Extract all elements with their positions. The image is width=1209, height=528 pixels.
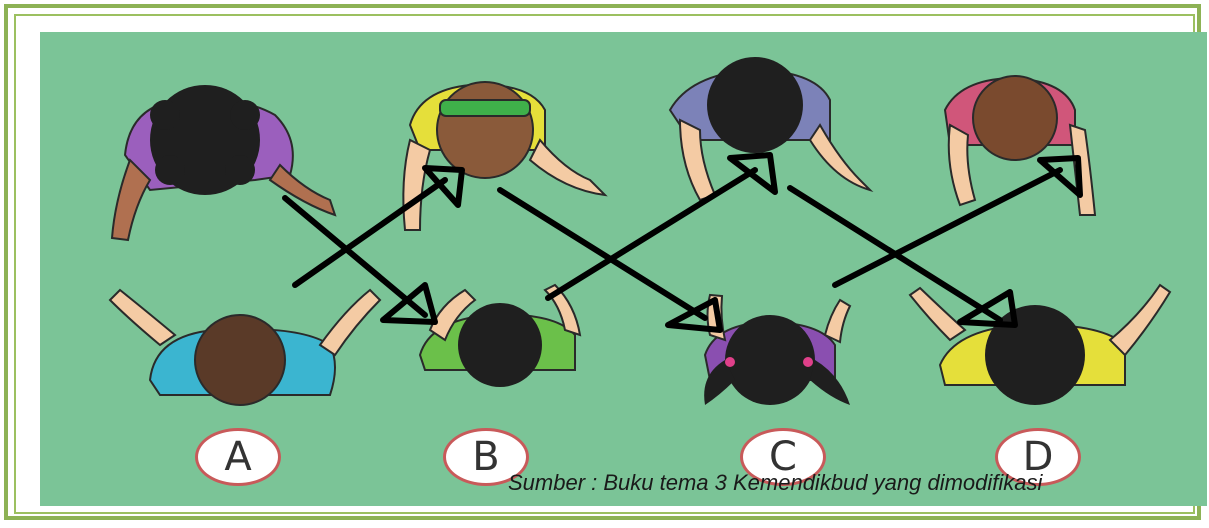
arrow-a-bottom-to-b-top xyxy=(292,177,448,288)
arrow-head-b-to-c xyxy=(665,297,723,333)
arrow-b-to-c xyxy=(497,187,708,321)
child-a-top xyxy=(110,85,337,242)
arrow-a-to-b xyxy=(282,195,428,318)
arrow-c-bottom-to-d-top xyxy=(832,167,1063,288)
source-caption: Sumber : Buku tema 3 Kemendikbud yang di… xyxy=(508,470,1043,495)
child-d-top xyxy=(943,75,1097,216)
child-b-bottom xyxy=(418,283,582,387)
arrow-head-a-to-b xyxy=(380,282,438,325)
arrow-b-bottom-to-c-top xyxy=(545,167,758,301)
child-c-top xyxy=(668,57,874,202)
arrow-head-c-bottom-to-d-top xyxy=(1037,155,1083,198)
arrow-head-b-bottom-to-c-top xyxy=(727,152,778,195)
arrow-head-c-to-d xyxy=(957,289,1018,328)
arrow-head-a-bottom-to-b-top xyxy=(422,165,465,208)
label-b: B xyxy=(443,428,529,486)
arrow-group xyxy=(282,152,1083,333)
child-d-bottom xyxy=(908,283,1172,405)
child-a-bottom xyxy=(108,288,382,406)
child-c-bottom xyxy=(703,293,852,405)
label-d: D xyxy=(995,428,1081,486)
label-a: A xyxy=(195,428,281,486)
child-b-top xyxy=(402,81,608,231)
label-c: C xyxy=(740,428,826,486)
